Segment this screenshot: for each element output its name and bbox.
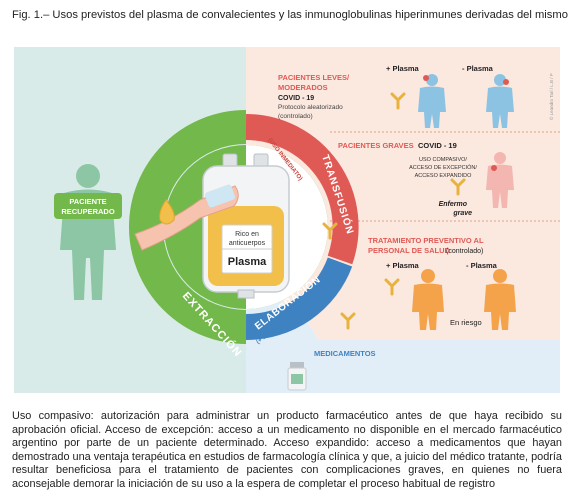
figure-title: Fig. 1.– Usos previstos del plasma de co… (12, 9, 568, 21)
group1-figure-minus (486, 74, 514, 128)
group1-figure-plus (418, 74, 446, 128)
plasma-drop (159, 199, 175, 225)
group1-minus-plasma: - Plasma (462, 64, 494, 73)
group1-plus-plasma: + Plasma (386, 64, 420, 73)
patient-label-1: PACIENTE (69, 197, 106, 206)
group2-access-2: ACCESO DE EXCEPCIÓN/ (409, 164, 477, 171)
group2-access-1: USO COMPASIVO/ (419, 157, 467, 163)
group3-risk: En riesgo (450, 318, 482, 327)
group1-covid: COVID - 19 (278, 95, 314, 102)
group1-title-1: PACIENTES LEVES/ (278, 73, 350, 82)
patient-badge (54, 193, 122, 219)
medication-vial-icon (287, 362, 307, 391)
group2-access-3: ACCESO EXPANDIDO (415, 173, 472, 179)
credit-text: © Leandro Tarl / L.B / P (548, 73, 554, 120)
patient-label-2: RECUPERADO (61, 207, 115, 216)
group3-controlled: (controlado) (446, 248, 483, 255)
figure-caption: Uso compasivo: autorización para adminis… (12, 410, 562, 490)
virus-icon (423, 75, 429, 81)
group2-title: PACIENTES GRAVES (338, 141, 414, 150)
virus-icon (503, 79, 509, 85)
group3-plus-plasma: + Plasma (386, 261, 420, 270)
donor-arm (134, 184, 239, 251)
group1-protocol-2: (controlado) (278, 113, 313, 120)
plasma-bag (202, 153, 290, 299)
bottom-background (246, 290, 560, 393)
group2-covid: COVID - 19 (418, 141, 457, 150)
group3-minus-plasma: - Plasma (466, 261, 498, 270)
bag-label-2: anticuerpos (229, 240, 266, 247)
bag-plasma-label: Plasma (228, 256, 267, 268)
group1-protocol-1: Protocolo aleatorizado (278, 104, 343, 111)
group3-figure-plus (412, 269, 444, 330)
antibody-icons (322, 92, 466, 330)
group2-sick-2: grave (452, 210, 472, 217)
medicamentos-label: MEDICAMENTOS (314, 349, 376, 358)
group3-title-1: TRATAMIENTO PREVENTIVO AL (368, 236, 484, 245)
virus-icon (491, 165, 497, 171)
bag-label-1: Rico en (235, 231, 259, 238)
group1-title-2: MODERADOS (278, 83, 328, 92)
group2-sick-1: Enfermo (439, 201, 468, 208)
group2-figure (486, 152, 514, 208)
group3-figure-minus (484, 269, 516, 330)
group3-title-2: PERSONAL DE SALUD (368, 246, 451, 255)
